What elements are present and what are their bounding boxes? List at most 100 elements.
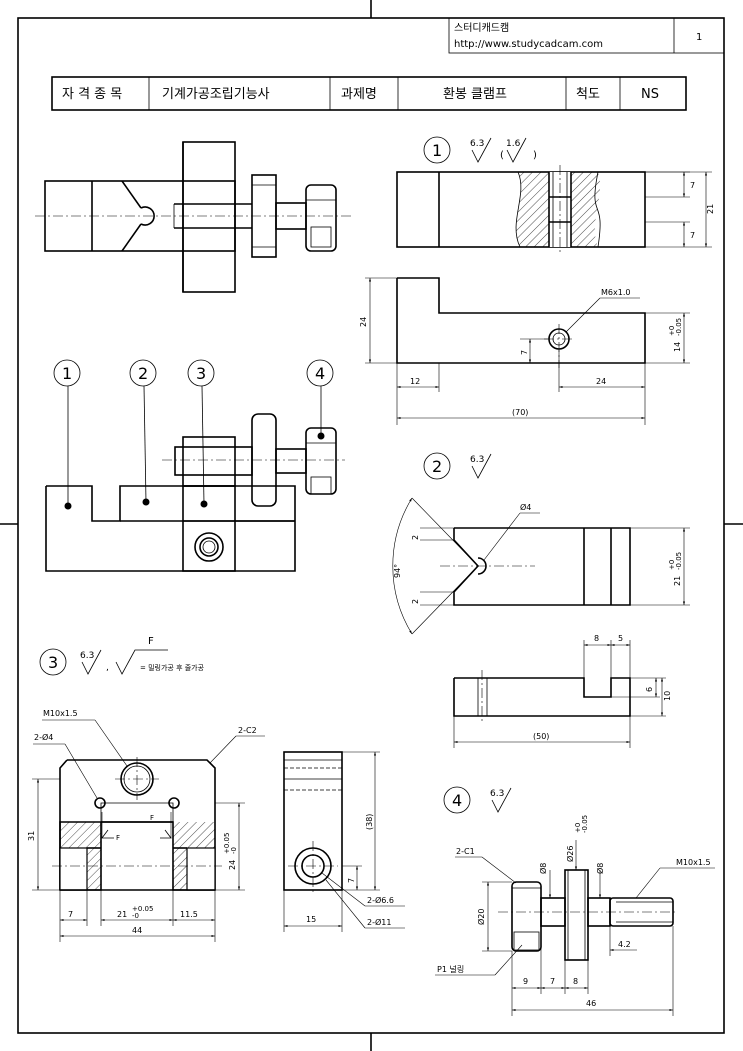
assembly-top-view bbox=[35, 141, 352, 293]
part4-front-view: 2-C1 Ø8 Ø26 +0 -0.05 Ø8 M10x1.5 Ø20 4.2 … bbox=[435, 815, 715, 1016]
part1-dim-70: (70) bbox=[512, 408, 528, 417]
part1-dim-14: 14 bbox=[673, 342, 682, 352]
part2-front-view: Ø4 94° 2 2 21 +0 -0.05 bbox=[392, 497, 690, 635]
part4-thread: M10x1.5 bbox=[676, 858, 711, 867]
part3-cb1: 2-Ø6.6 bbox=[367, 895, 394, 905]
part2-dim-2a: 2 bbox=[411, 535, 420, 540]
part1-dim-12: 12 bbox=[410, 377, 420, 386]
part3-dim-21: 21 bbox=[117, 910, 127, 919]
svg-text:): ) bbox=[533, 150, 537, 161]
part2-dim-10: 10 bbox=[663, 691, 672, 701]
part4-dim-8b: Ø8 bbox=[595, 863, 605, 874]
assembly-front-view bbox=[45, 385, 345, 572]
part2-dim-2b: 2 bbox=[411, 599, 420, 604]
svg-text:,: , bbox=[106, 663, 109, 673]
part1-dim-7a: 7 bbox=[690, 181, 695, 190]
part1-front-view: M6x1.0 24 14 +0 -0.05 7 12 24 (70) bbox=[359, 277, 690, 425]
part1-tap: M6x1.0 bbox=[601, 288, 630, 297]
part2-bottom-view: 8 5 6 10 (50) bbox=[453, 634, 672, 748]
part4-dim-9: 9 bbox=[523, 977, 528, 986]
part4-dim-26-tol-up: +0 bbox=[574, 823, 582, 833]
part3-header: 3 6.3 , F = 밀링가공 후 줄가공 bbox=[39, 636, 205, 676]
part1-dim-24: 24 bbox=[359, 317, 368, 327]
field-label: 자 격 종 목 bbox=[62, 87, 122, 102]
part3-side-view: (38) 7 15 2-Ø6.6 2-Ø11 bbox=[283, 751, 405, 932]
part1-dim-21: 21 bbox=[706, 204, 715, 214]
scale-value: NS bbox=[641, 87, 659, 102]
part4-knurl: P1 널링 bbox=[437, 964, 464, 974]
part4-dim-4-2: 4.2 bbox=[618, 940, 631, 949]
part1-dim-14-tol-up: +0 bbox=[668, 326, 676, 336]
part3-dim-7b: 7 bbox=[347, 878, 356, 883]
scale-label: 척도 bbox=[576, 87, 600, 102]
part4-dim-26: Ø26 bbox=[565, 846, 575, 862]
svg-text:(: ( bbox=[500, 150, 504, 161]
part3-dim-21-tol-lo: -0 bbox=[132, 912, 139, 920]
part3-f2: F bbox=[150, 814, 154, 822]
part1-header: 1 6.3 ( 1.6 ) bbox=[423, 136, 537, 164]
part2-finish: 6.3 bbox=[470, 455, 484, 465]
part2-hole: Ø4 bbox=[520, 502, 531, 512]
part4-dim-26-tol-lo: -0.05 bbox=[581, 815, 589, 833]
part4-dim-20: Ø20 bbox=[476, 909, 486, 925]
part2-dim-6: 6 bbox=[645, 687, 654, 692]
part4-dim-46: 46 bbox=[586, 999, 596, 1008]
company-box: 스터디캐드캠 http://www.studycadcam.com 1 bbox=[448, 17, 725, 54]
part3-tap: M10x1.5 bbox=[43, 709, 78, 718]
part1-dim-14-tol-lo: -0.05 bbox=[675, 318, 683, 336]
part3-chamfer: 2-C2 bbox=[238, 726, 257, 735]
part4-header: 4 6.3 bbox=[443, 786, 512, 814]
part3-balloon: 3 bbox=[48, 653, 58, 672]
balloon-1: 1 bbox=[62, 364, 72, 383]
balloon-3: 3 bbox=[196, 364, 206, 383]
company-url: http://www.studycadcam.com bbox=[454, 39, 603, 50]
part1-dim-24b: 24 bbox=[596, 377, 606, 386]
part3-dim-24-tol-lo: -0 bbox=[230, 847, 238, 854]
part4-chamfer: 2-C1 bbox=[456, 847, 475, 856]
assembly-balloons: 1 2 3 4 bbox=[53, 359, 334, 387]
part1-finish: 6.3 bbox=[470, 139, 484, 149]
part1-finish-sub: 1.6 bbox=[506, 139, 521, 149]
part2-dim-5: 5 bbox=[618, 634, 623, 643]
part2-dim-8: 8 bbox=[594, 634, 599, 643]
part3-dim-38: (38) bbox=[365, 814, 374, 830]
sheet-number: 1 bbox=[696, 32, 702, 43]
part2-dim-21: 21 bbox=[673, 576, 682, 586]
part3-dim-7: 7 bbox=[68, 910, 73, 919]
part3-dim-44: 44 bbox=[132, 926, 142, 935]
part3-front-view: F F M10x1.5 2-Ø4 2-C2 31 24 +0.05 -0 7 2… bbox=[27, 709, 265, 942]
company-name: 스터디캐드캠 bbox=[454, 22, 509, 34]
part3-holes: 2-Ø4 bbox=[34, 732, 53, 742]
part2-balloon: 2 bbox=[432, 457, 442, 476]
part4-dim-8a: Ø8 bbox=[538, 863, 548, 874]
part3-dim-31: 31 bbox=[27, 831, 36, 841]
part3-dim-24: 24 bbox=[228, 860, 237, 870]
field-value: 기계가공조립기능사 bbox=[162, 87, 270, 102]
part3-finish-note: = 밀링가공 후 줄가공 bbox=[140, 663, 205, 672]
part3-dim-15: 15 bbox=[306, 915, 316, 924]
part3-dim-24-tol-up: +0.05 bbox=[223, 833, 231, 854]
balloon-4: 4 bbox=[315, 364, 325, 383]
part1-dim-7c: 7 bbox=[520, 350, 529, 355]
part3-f1: F bbox=[116, 834, 120, 842]
part3-dim-11-5: 11.5 bbox=[180, 910, 198, 919]
part3-dim-21-tol-up: +0.05 bbox=[132, 905, 153, 913]
part1-dim-7b: 7 bbox=[690, 231, 695, 240]
drawing-border bbox=[17, 17, 725, 1034]
balloon-2: 2 bbox=[138, 364, 148, 383]
part4-dim-8: 8 bbox=[573, 977, 578, 986]
part4-finish: 6.3 bbox=[490, 789, 504, 799]
part2-header: 2 6.3 bbox=[423, 452, 492, 480]
part2-angle: 94° bbox=[393, 564, 402, 578]
part1-top-view: 7 7 21 bbox=[396, 165, 715, 254]
part4-balloon: 4 bbox=[452, 791, 462, 810]
subject-value: 환봉 클램프 bbox=[443, 87, 507, 102]
part2-dim-21-tol-lo: -0.05 bbox=[675, 552, 683, 570]
part3-finish: 6.3 bbox=[80, 651, 94, 661]
part1-balloon: 1 bbox=[432, 141, 442, 160]
part4-dim-7: 7 bbox=[550, 977, 555, 986]
part2-dim-21-tol-up: +0 bbox=[668, 560, 676, 570]
part3-cb2: 2-Ø11 bbox=[367, 917, 391, 927]
part3-finish-f: F bbox=[148, 636, 154, 647]
